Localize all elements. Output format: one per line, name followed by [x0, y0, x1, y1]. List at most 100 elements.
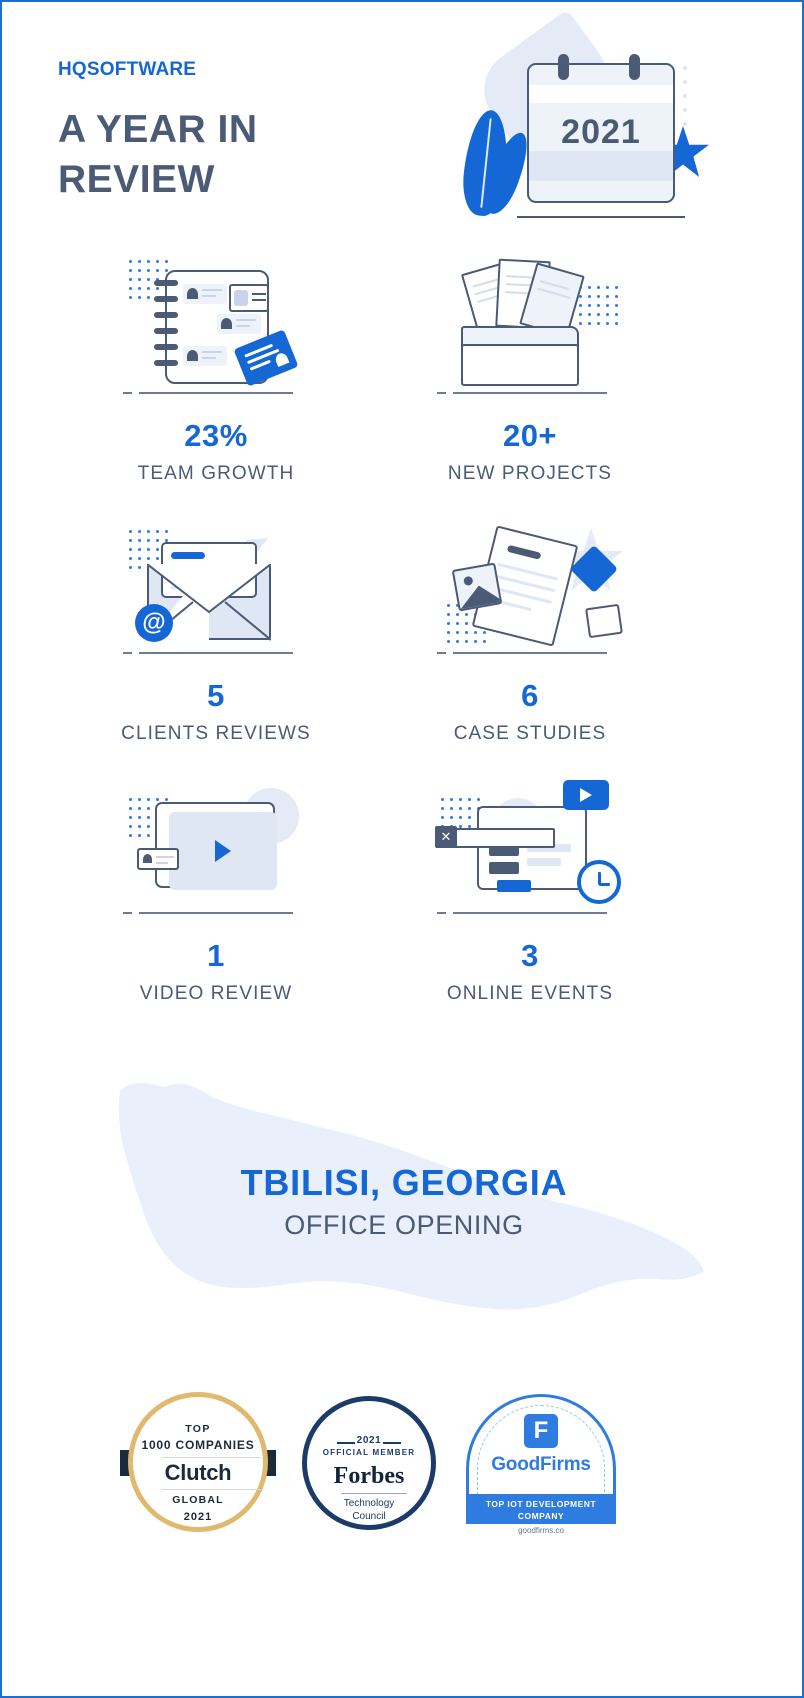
- clutch-top-label: TOP: [185, 1423, 211, 1435]
- dot: [683, 66, 687, 70]
- dot: [465, 622, 468, 625]
- dot: [450, 816, 453, 819]
- dot: [156, 530, 159, 533]
- dot: [129, 287, 132, 290]
- spiral-binding-icon: [154, 296, 178, 302]
- ground-line: [437, 392, 607, 394]
- dot: [138, 834, 141, 837]
- dot: [129, 566, 132, 569]
- goodfirms-badge[interactable]: F GoodFirms TOP IOT DEVELOPMENT COMPANY …: [466, 1388, 616, 1535]
- dot: [615, 322, 618, 325]
- avatar-icon: [221, 318, 232, 329]
- dot: [468, 807, 471, 810]
- stat-label: CLIENTS REVIEWS: [121, 723, 311, 744]
- dot: [147, 557, 150, 560]
- id-card-icon: [229, 284, 269, 312]
- dot: [606, 295, 609, 298]
- badge-ring: 2021 OFFICIAL MEMBER Forbes Technology C…: [302, 1396, 436, 1530]
- dot: [606, 313, 609, 316]
- dot: [147, 816, 150, 819]
- dot: [165, 530, 168, 533]
- clutch-companies-label: 1000 COMPANIES: [141, 1438, 255, 1452]
- stat-new-projects: 20+ NEW PROJECTS: [360, 252, 700, 512]
- dot: [683, 80, 687, 84]
- avatar-icon: [187, 350, 198, 361]
- folder-documents-icon: [435, 252, 625, 402]
- forbes-year-label: 2021: [356, 1435, 382, 1446]
- stat-label: ONLINE EVENTS: [446, 983, 614, 1004]
- stat-label: NEW PROJECTS: [447, 463, 613, 484]
- dot: [615, 313, 618, 316]
- folder-front: [461, 344, 579, 386]
- play-button[interactable]: [563, 780, 609, 810]
- dot: [138, 807, 141, 810]
- stat-value: 6: [521, 678, 539, 713]
- dot: [129, 557, 132, 560]
- ground-line: [123, 652, 293, 654]
- stat-row: 23% TEAM GROWTH: [2, 252, 802, 512]
- spiral-binding-icon: [154, 280, 178, 286]
- document-image-icon: [435, 512, 625, 662]
- clutch-badge[interactable]: TOP 1000 COMPANIES Clutch GLOBAL 2021: [120, 1388, 276, 1538]
- dot: [615, 286, 618, 289]
- calendar-ring-icon: [629, 54, 640, 80]
- search-bar[interactable]: [451, 828, 555, 848]
- text-line: [252, 299, 266, 301]
- contact-card: [183, 346, 227, 366]
- georgia-map-outline: [118, 1083, 704, 1310]
- text-line: [505, 291, 530, 295]
- dot: [447, 613, 450, 616]
- dot: [683, 122, 687, 126]
- content-block: [497, 880, 531, 892]
- forbes-badge[interactable]: 2021 OFFICIAL MEMBER Forbes Technology C…: [302, 1388, 436, 1530]
- dot: [465, 631, 468, 634]
- stat-online-events: ✕ 3 ONLINE EVENTS: [360, 772, 700, 1032]
- avatar-icon: [273, 351, 290, 368]
- dot: [165, 269, 168, 272]
- text-line: [202, 357, 216, 359]
- id-photo: [234, 290, 248, 306]
- dot: [456, 640, 459, 643]
- avatar-icon: [143, 854, 152, 863]
- text-line: [202, 351, 222, 353]
- play-icon[interactable]: [215, 840, 231, 862]
- stat-label: VIDEO REVIEW: [139, 983, 293, 1004]
- dot: [156, 278, 159, 281]
- dot: [597, 322, 600, 325]
- goodfirms-brand: GoodFirms: [491, 1454, 591, 1475]
- dot: [459, 807, 462, 810]
- stat-video-review: 1 VIDEO REVIEW: [46, 772, 386, 1032]
- text-line: [202, 295, 216, 297]
- close-icon[interactable]: ✕: [435, 826, 457, 848]
- dot: [138, 816, 141, 819]
- dot: [450, 807, 453, 810]
- content-block: [527, 858, 561, 866]
- calendar-band: [529, 151, 673, 181]
- dot: [156, 269, 159, 272]
- dot: [147, 539, 150, 542]
- goodfirms-logo-icon: F: [524, 1414, 558, 1448]
- envelope-mail-icon: @: [121, 512, 311, 662]
- goodfirms-band-line1: TOP IOT DEVELOPMENT: [485, 1499, 597, 1509]
- dot: [129, 825, 132, 828]
- dot: [456, 622, 459, 625]
- dot: [468, 816, 471, 819]
- contact-card: [217, 314, 261, 334]
- dot: [138, 260, 141, 263]
- dot: [588, 286, 591, 289]
- dot: [459, 798, 462, 801]
- office-city: TBILISI, GEORGIA: [240, 1162, 568, 1203]
- dot: [579, 322, 582, 325]
- clock-hand: [598, 872, 601, 885]
- address-book-icon: [121, 252, 311, 402]
- calendar-year: 2021: [561, 113, 641, 151]
- dot: [597, 295, 600, 298]
- dot: [459, 825, 462, 828]
- stats-grid: 23% TEAM GROWTH: [2, 252, 802, 1032]
- company-logo[interactable]: HQSOFTWARE: [58, 59, 197, 80]
- video-player-icon: [121, 772, 311, 922]
- dot: [483, 631, 486, 634]
- dot: [606, 304, 609, 307]
- goodfirms-band-line2: COMPANY: [517, 1511, 565, 1521]
- divider: [341, 1493, 407, 1494]
